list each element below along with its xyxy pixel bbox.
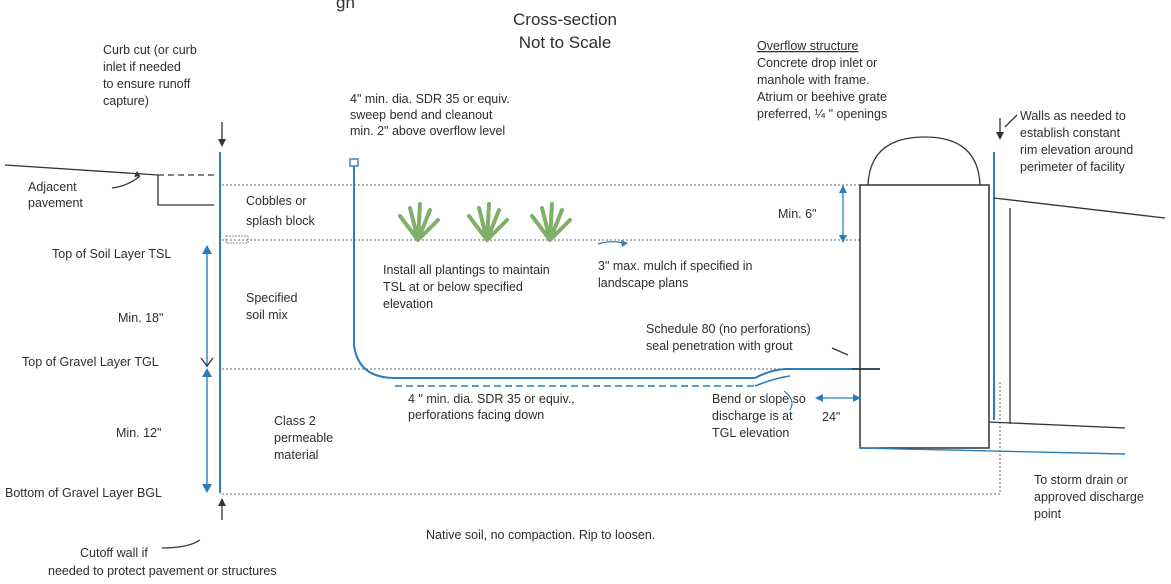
fern-icon xyxy=(467,202,509,242)
title-fragment: gn xyxy=(336,0,355,12)
min-6-label: Min. 6" xyxy=(778,207,816,221)
bend-pointer xyxy=(783,390,793,411)
pavement-pointer-arrow xyxy=(111,175,141,189)
native-soil-label: Native soil, no compaction. Rip to loose… xyxy=(426,528,655,542)
arrow-icon xyxy=(621,240,628,247)
overflow-structure-title: Overflow structure xyxy=(757,39,858,53)
mulch-label: 3" max. mulch if specified in landscape … xyxy=(598,259,756,290)
plantings-label: Install all plantings to maintain TSL at… xyxy=(383,263,553,311)
cross-section-title: Cross-section xyxy=(513,10,617,29)
arrow-icon xyxy=(134,171,140,177)
adjacent-pavement-label: Adjacent pavement xyxy=(28,180,83,210)
cobble-symbol xyxy=(225,235,249,244)
cleanout-label: 4" min. dia. SDR 35 or equiv. sweep bend… xyxy=(350,92,513,138)
arrow-icon xyxy=(202,245,212,254)
arrow-icon xyxy=(839,235,847,243)
mulch-pointer xyxy=(597,241,626,245)
discharge-pipe-top xyxy=(859,447,1126,455)
pipe-bend xyxy=(754,368,880,379)
arrow-icon xyxy=(202,368,212,377)
cleanout-pipe xyxy=(353,166,755,379)
pavement-edge xyxy=(157,175,214,206)
bgl-level-line xyxy=(222,380,1001,495)
perforated-pipe-label: 4 " min. dia. SDR 35 or equiv., perforat… xyxy=(408,392,578,422)
arrow-icon xyxy=(218,498,226,506)
arrow-icon xyxy=(996,132,1004,140)
cutoff-wall-label: Cutoff wall if needed to protect pavemen… xyxy=(48,546,277,578)
tgl-tick xyxy=(200,357,214,368)
beehive-grate xyxy=(867,136,981,186)
cleanout-cap xyxy=(349,158,359,167)
curb-cut-label: Curb cut (or curb inlet if needed to ens… xyxy=(103,43,200,108)
not-to-scale-title: Not to Scale xyxy=(519,33,612,52)
arrow-icon xyxy=(218,139,226,147)
tsl-label: Top of Soil Layer TSL xyxy=(52,247,171,261)
overflow-structure xyxy=(859,184,990,449)
pipe-bend-lower xyxy=(754,375,791,387)
bend-label: Bend or slope so discharge is at TGL ele… xyxy=(712,392,809,440)
bgl-label: Bottom of Gravel Layer BGL xyxy=(5,486,162,500)
fern-icon xyxy=(530,202,572,242)
schedule-80-label: Schedule 80 (no perforations) seal penet… xyxy=(646,322,814,353)
walls-label: Walls as needed to establish constant ri… xyxy=(1020,109,1137,174)
min-18-label: Min. 18" xyxy=(118,311,163,325)
right-ground-line xyxy=(993,197,1166,219)
overflow-arrow xyxy=(1004,114,1018,128)
storm-drain-label: To storm drain or approved discharge poi… xyxy=(1034,473,1147,521)
fern-icon xyxy=(398,202,440,242)
tgl-label: Top of Gravel Layer TGL xyxy=(22,355,159,369)
dim-24-label: 24" xyxy=(822,410,840,424)
arrow-icon xyxy=(202,484,212,493)
adjacent-pavement-line xyxy=(4,164,159,176)
schedule80-arrow xyxy=(831,347,849,356)
class-2-label: Class 2 permeable material xyxy=(274,414,337,462)
discharge-pipe-bottom xyxy=(988,421,1126,429)
arrow-icon xyxy=(839,185,847,193)
cutoff-wall-pointer xyxy=(161,539,201,549)
cobbles-label: Cobbles or splash block xyxy=(246,194,316,228)
min-12-label: Min. 12" xyxy=(116,426,161,440)
specified-soil-label: Specified soil mix xyxy=(246,291,301,322)
overflow-structure-label: Concrete drop inlet or manhole with fram… xyxy=(757,56,890,121)
